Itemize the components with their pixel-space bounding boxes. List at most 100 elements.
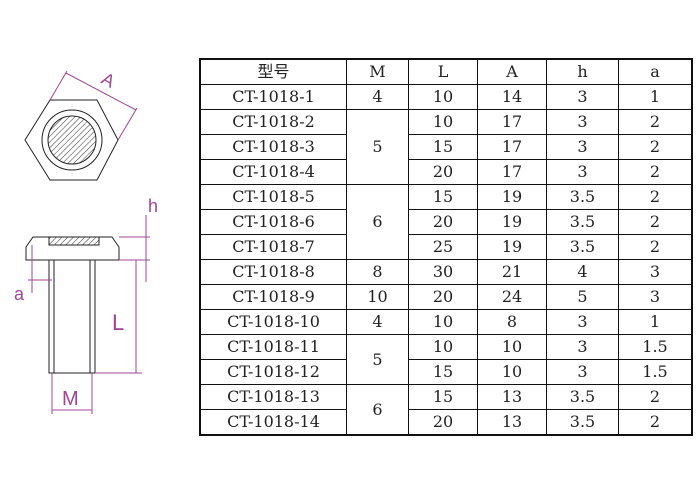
part-drawing: A h a L M: [14, 68, 158, 414]
cell-A: 10: [477, 334, 547, 360]
cell-model: CT-1018-12: [199, 359, 347, 385]
cell-L: 30: [408, 259, 478, 285]
header-A: A: [477, 58, 547, 85]
cell-A: 8: [477, 309, 547, 335]
cell-A: 14: [477, 84, 547, 110]
cell-a: 2: [618, 409, 693, 436]
cell-a: 1: [618, 309, 693, 335]
dimension-label-M: M: [62, 388, 79, 410]
cell-M: 5: [346, 109, 409, 185]
cell-M: 4: [346, 309, 409, 335]
cell-L: 10: [408, 334, 478, 360]
cell-model: CT-1018-7: [199, 234, 347, 260]
cell-a: 2: [618, 184, 693, 210]
cell-model: CT-1018-2: [199, 109, 347, 135]
top-view: [24, 99, 119, 181]
cell-a: 1.5: [618, 334, 693, 360]
cell-model: CT-1018-10: [199, 309, 347, 335]
cell-L: 10: [408, 309, 478, 335]
cell-A: 21: [477, 259, 547, 285]
cell-M: 10: [346, 284, 409, 310]
cell-model: CT-1018-14: [199, 409, 347, 436]
cell-h: 3: [546, 84, 619, 110]
cell-A: 17: [477, 134, 547, 160]
cell-L: 20: [408, 159, 478, 185]
cell-model: CT-1018-1: [199, 84, 347, 110]
cell-a: 1: [618, 84, 693, 110]
cell-A: 17: [477, 159, 547, 185]
cell-A: 19: [477, 184, 547, 210]
cell-h: 5: [546, 284, 619, 310]
cell-h: 3: [546, 134, 619, 160]
cell-A: 17: [477, 109, 547, 135]
cell-model: CT-1018-4: [199, 159, 347, 185]
cell-h: 3.5: [546, 234, 619, 260]
cell-a: 2: [618, 109, 693, 135]
cell-M: 5: [346, 334, 409, 385]
cell-h: 3: [546, 109, 619, 135]
header-a: a: [618, 58, 693, 85]
cell-a: 2: [618, 384, 693, 410]
cell-A: 13: [477, 384, 547, 410]
cell-L: 20: [408, 409, 478, 436]
cell-h: 3.5: [546, 384, 619, 410]
cell-A: 24: [477, 284, 547, 310]
header-h: h: [546, 58, 619, 85]
cell-a: 2: [618, 134, 693, 160]
cell-h: 3: [546, 359, 619, 385]
cell-a: 2: [618, 234, 693, 260]
cell-h: 3.5: [546, 209, 619, 235]
cell-L: 15: [408, 134, 478, 160]
cell-h: 3.5: [546, 184, 619, 210]
header-M: M: [346, 58, 409, 85]
cell-model: CT-1018-9: [199, 284, 347, 310]
cell-A: 19: [477, 234, 547, 260]
cell-L: 20: [408, 284, 478, 310]
cell-h: 3: [546, 159, 619, 185]
cell-h: 3: [546, 334, 619, 360]
cell-L: 20: [408, 209, 478, 235]
dimension-label-L: L: [112, 310, 124, 335]
side-view: [25, 236, 120, 374]
cell-A: 13: [477, 409, 547, 436]
cell-h: 3: [546, 309, 619, 335]
dimension-lines: [28, 215, 150, 414]
cell-L: 15: [408, 184, 478, 210]
cell-L: 25: [408, 234, 478, 260]
cell-h: 4: [546, 259, 619, 285]
dimension-a-top: [49, 70, 138, 141]
cell-a: 3: [618, 259, 693, 285]
cell-a: 1.5: [618, 359, 693, 385]
cell-model: CT-1018-3: [199, 134, 347, 160]
cell-L: 15: [408, 359, 478, 385]
cell-M: 6: [346, 184, 409, 260]
cell-a: 2: [618, 209, 693, 235]
cell-M: 4: [346, 84, 409, 110]
cell-A: 19: [477, 209, 547, 235]
table-header-row: 型号 M L A h a: [199, 58, 693, 85]
dimension-label-h: h: [148, 196, 158, 216]
cell-A: 10: [477, 359, 547, 385]
cell-model: CT-1018-8: [199, 259, 347, 285]
cell-h: 3.5: [546, 409, 619, 436]
cell-L: 10: [408, 84, 478, 110]
header-model: 型号: [199, 58, 347, 85]
cell-a: 2: [618, 159, 693, 185]
header-L: L: [408, 58, 478, 85]
dimension-label-A: A: [98, 68, 118, 91]
